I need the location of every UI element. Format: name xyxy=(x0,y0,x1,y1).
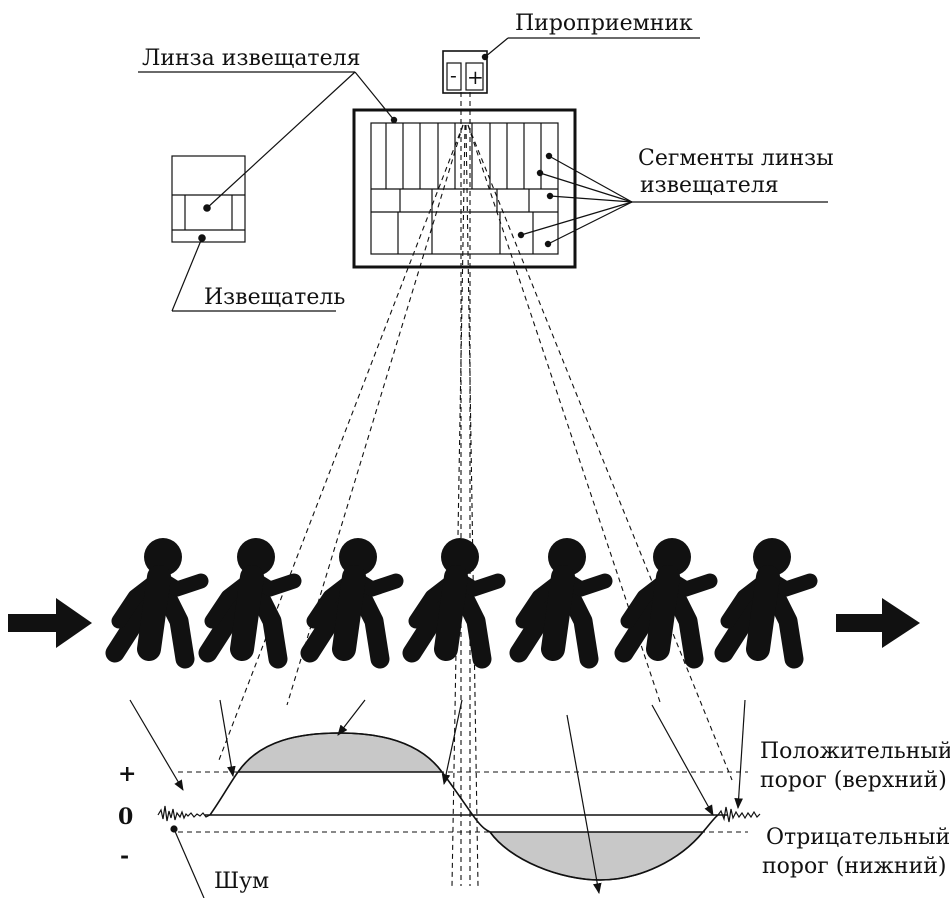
lens-label: Линза извещателя xyxy=(142,46,360,71)
walking-person-icon xyxy=(310,538,396,659)
walking-person-icon xyxy=(519,538,605,659)
sensor-minus-sign: - xyxy=(450,63,457,87)
exit-arrow-icon xyxy=(836,598,920,648)
walking-person-icon xyxy=(412,538,498,659)
negative-threshold-label-line2: порог (нижний) xyxy=(762,854,946,879)
level-zero: 0 xyxy=(118,804,133,830)
walking-person-icon xyxy=(115,538,201,659)
segments-label-line2: извещателя xyxy=(640,173,779,198)
positive-threshold-label-line1: Положительный xyxy=(760,739,950,764)
walking-person-icon xyxy=(724,538,810,659)
sensor-plus-sign: + xyxy=(467,65,484,89)
segments-leaders xyxy=(517,152,633,248)
negative-threshold-label-line1: Отрицательный xyxy=(766,825,950,850)
segments-label-line1: Сегменты линзы xyxy=(638,146,834,171)
noise-label: Шум xyxy=(214,869,269,894)
level-minus: - xyxy=(120,843,129,869)
signal-graph xyxy=(129,699,761,898)
pyro-sensor: - + xyxy=(442,50,488,94)
pyro-label: Пироприемник xyxy=(515,11,693,36)
detector-label: Извещатель xyxy=(204,285,345,310)
detector-housing xyxy=(171,155,246,243)
entry-arrow-icon xyxy=(8,598,92,648)
level-plus: + xyxy=(118,761,136,787)
detector-lens xyxy=(352,108,577,269)
walking-person-icon xyxy=(624,538,710,659)
positive-threshold-label-line2: порог (верхний) xyxy=(760,768,947,793)
